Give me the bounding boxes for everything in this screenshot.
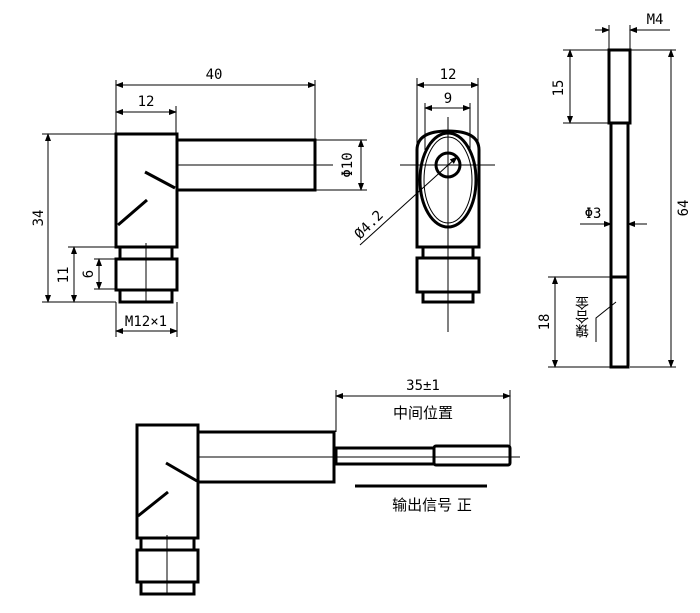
side-view: 40 12 34 11 6 M12×1 Φ10 [31, 67, 367, 337]
dim-64: 64 [676, 200, 692, 217]
rod-view: M4 15 64 Φ3 18 镍合金 [537, 12, 692, 369]
material-leader [595, 301, 617, 342]
switch-line [144, 170, 176, 190]
output-signal-label: 输出信号 正 [392, 496, 472, 514]
probe-tip [432, 444, 512, 467]
hole-leader [359, 156, 458, 246]
alloy-tip [609, 275, 630, 369]
sensor-body [114, 132, 179, 249]
dim-6: 6 [81, 270, 97, 278]
thread-spec-m4: M4 [647, 12, 664, 28]
dim-stroke: 35±1 [406, 378, 440, 394]
threaded-end [607, 48, 632, 125]
dim-18: 18 [537, 314, 553, 331]
thread-spec-m12: M12×1 [125, 314, 167, 330]
assembly-view: 35±1 中间位置 输出信号 正 [135, 378, 520, 596]
dim-phi3: Φ3 [585, 206, 602, 222]
dim-15: 15 [551, 80, 567, 97]
middle-position-label: 中间位置 [393, 404, 453, 422]
dim-11: 11 [56, 267, 72, 284]
front-view: 12 9 Ø4.2 [352, 67, 495, 332]
dim-12-front: 12 [440, 67, 457, 83]
dim-9: 9 [444, 91, 452, 107]
probe-rod [334, 446, 436, 466]
rod-shaft [609, 121, 630, 279]
dim-12: 12 [138, 94, 155, 110]
switch-line [117, 198, 148, 227]
material-label: 镍合金 [575, 296, 591, 338]
dim-phi10: Φ10 [340, 152, 356, 177]
dim-40: 40 [206, 67, 223, 83]
dim-34: 34 [31, 210, 47, 227]
